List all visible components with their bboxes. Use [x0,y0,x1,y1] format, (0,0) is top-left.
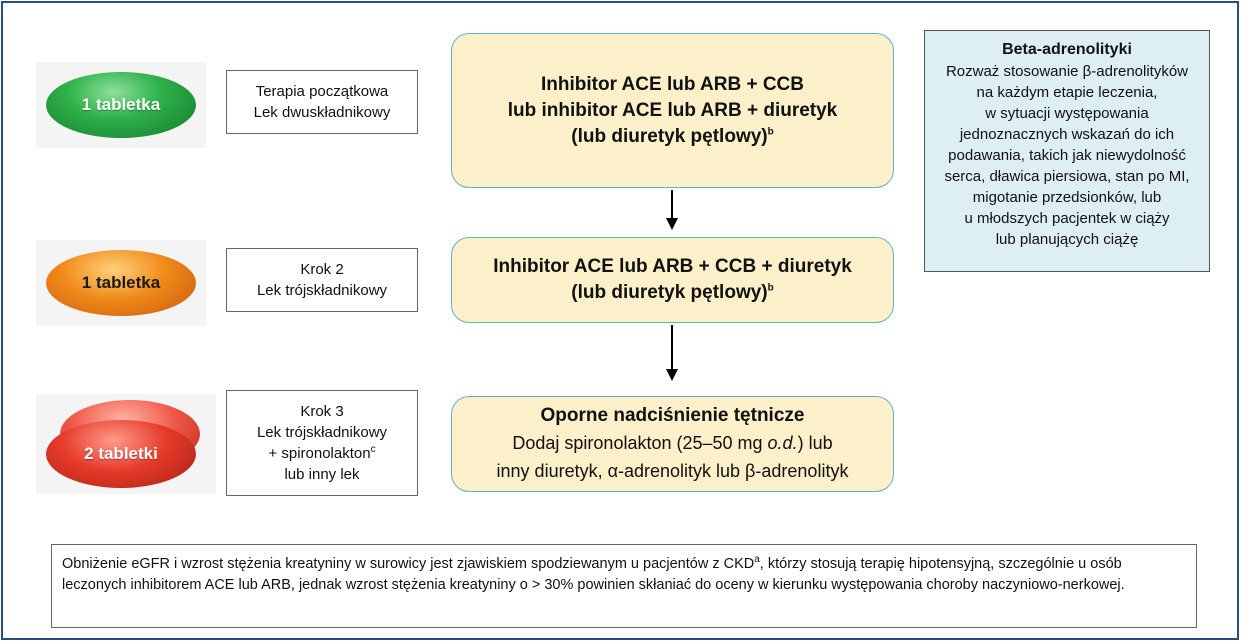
pill-label-3: 2 tabletki [84,444,158,463]
footnote-text-post: , którzy stosują terapię hipotensyjną, s… [62,556,1125,593]
step-2-line-2: (lub diuretyk pętlowy)b [571,282,774,303]
beta-title: Beta-adrenolityki [1002,41,1132,58]
beta-line-5: podawania, takich jak niewydolność [948,147,1186,164]
arrow-1-head [666,218,678,230]
step-label-3-line-3: + spironolaktonc [268,444,376,463]
arrow-2-shaft [671,325,673,369]
step-label-1-line-2: Lek dwuskładnikowy [253,104,391,121]
pill-label-1: 1 tabletka [81,95,161,114]
step-box-2: Inhibitor ACE lub ARB + CCB + diuretyk (… [451,237,894,323]
beta-line-4: jednoznacznych wskazań do ich [959,126,1175,143]
arrow-1-shaft [671,190,673,218]
beta-line-6: serca, dławica piersiowa, stan po MI, [944,168,1190,185]
step-box-initial: Inhibitor ACE lub ARB + CCB lub inhibito… [451,33,894,188]
step-3-line-2: Dodaj spironolakton (25–50 mg o.d.) lub [512,433,833,453]
footnote-text-pre: Obniżenie eGFR i wzrost stężenia kreatyn… [62,556,755,572]
pill-red: 2 tabletki [46,420,196,488]
step-label-3-line-2: Lek trójskładnikowy [256,424,388,441]
step-3-line-3: inny diuretyk, α-adrenolityk lub β-adren… [496,461,849,481]
beta-line-1: Rozważ stosowanie β-adrenolityków [945,63,1189,80]
beta-blockers-box: Beta-adrenolityki Rozważ stosowanie β-ad… [924,30,1210,272]
pill-green: 1 tabletka [46,72,196,138]
pill-orange: 1 tabletka [46,250,196,316]
footnote-sup: a [754,554,760,566]
step-label-3-line-4: lub inny lek [284,466,360,483]
step-label-2-line-2: Lek trójskładnikowy [256,282,388,299]
step-1-line-1: Inhibitor ACE lub ARB + CCB [541,73,804,95]
step-label-3: Krok 3 Lek trójskładnikowy + spironolakt… [226,390,418,496]
step-1-line-3: (lub diuretyk pętlowy)b [571,125,774,147]
beta-line-7: migotanie przedsionków, lub [972,189,1162,206]
step-label-1: Terapia początkowa Lek dwuskładnikowy [226,70,418,134]
step-label-3-line-1: Krok 3 [300,403,344,420]
step-label-2: Krok 2 Lek trójskładnikowy [226,248,418,312]
beta-line-2: na każdym etapie leczenia, [976,84,1158,101]
step-2-line-1: Inhibitor ACE lub ARB + CCB + diuretyk [493,256,852,277]
footnote-box: Obniżenie eGFR i wzrost stężenia kreatyn… [51,544,1197,628]
step-3-title: Oporne nadciśnienie tętnicze [540,405,805,426]
beta-line-9: lub planujących ciążę [995,231,1139,248]
step-1-line-2: lub inhibitor ACE lub ARB + diuretyk [507,99,838,121]
step-label-1-line-1: Terapia początkowa [255,83,389,100]
pill-label-2: 1 tabletka [81,273,161,292]
arrow-2-head [666,369,678,381]
beta-line-8: u młodszych pacjentek w ciąży [964,210,1170,227]
step-box-3: Oporne nadciśnienie tętnicze Dodaj spiro… [451,396,894,492]
beta-line-3: w sytuacji występowania [985,105,1149,122]
step-label-2-line-1: Krok 2 [300,261,344,278]
